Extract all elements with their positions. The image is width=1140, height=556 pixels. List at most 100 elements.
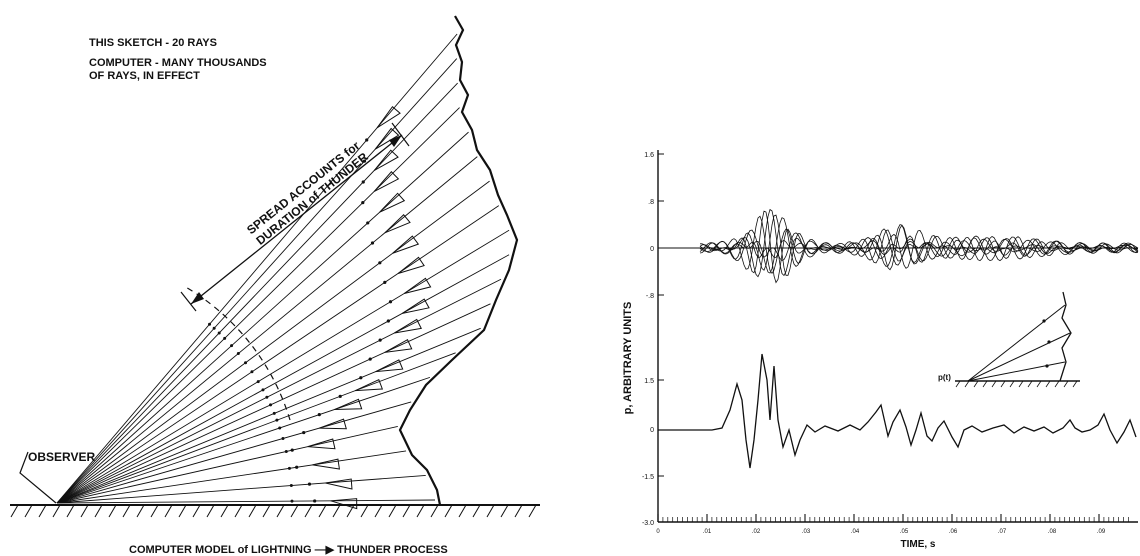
hatch-mark	[108, 504, 117, 518]
x-tick-label: .05	[900, 529, 909, 535]
wavefront-point	[289, 484, 293, 488]
x-tick-label: .04	[851, 529, 860, 535]
spread-arrow-head-end	[389, 135, 402, 147]
hatch-mark	[290, 504, 299, 518]
inset-ray-sketch: p(t)	[938, 291, 1080, 388]
inset-hatch-mark	[1009, 380, 1015, 388]
y-tick-label: -1.5	[642, 474, 654, 481]
ray-line	[56, 107, 460, 504]
ray-dot	[378, 261, 382, 265]
x-axis-label: TIME, s	[900, 539, 935, 550]
pulse-marker	[375, 359, 404, 373]
pulse-marker	[325, 478, 353, 490]
ray-line	[56, 82, 458, 504]
hatch-mark	[304, 504, 313, 518]
wavefront-point	[287, 466, 291, 470]
ray-dot	[361, 180, 365, 184]
note-rays-computer: COMPUTER - MANY THOUSANDS	[89, 57, 267, 69]
individual-ray-waveforms	[699, 208, 1139, 284]
pulse-marker	[374, 127, 400, 150]
ray-dot	[362, 159, 367, 163]
y-tick-label: -3.0	[642, 520, 654, 527]
ray-waveform	[699, 215, 1139, 275]
lightning-channel	[398, 15, 519, 506]
hatch-mark	[52, 504, 61, 518]
hatch-mark	[80, 504, 89, 518]
ray-line	[56, 254, 510, 504]
wavefront-point	[284, 449, 288, 453]
wavefront-point	[261, 388, 265, 392]
hatch-mark	[94, 504, 103, 518]
wavefront-point	[290, 499, 294, 503]
x-tick-label: 0	[656, 529, 660, 535]
wavefront-point	[236, 352, 240, 356]
x-tick-label: .03	[802, 529, 811, 535]
hatch-mark	[136, 504, 145, 518]
ray-line	[56, 475, 426, 504]
pulse-marker	[373, 149, 399, 171]
hatch-mark	[66, 504, 75, 518]
ray-line	[56, 425, 398, 504]
wavefront-point	[230, 344, 234, 348]
wavefront-point	[272, 411, 276, 415]
inset-hatch-mark	[973, 380, 979, 388]
hatch-mark	[24, 504, 33, 518]
hatch-mark	[458, 504, 467, 518]
spread-tick-start	[180, 291, 197, 312]
ray-dot	[365, 138, 369, 142]
y-tick-label: 1.5	[644, 378, 654, 385]
ray-dot	[302, 430, 306, 435]
ray-waveform	[699, 210, 1139, 284]
wavefront-point	[265, 395, 269, 399]
note-rays-effect: OF RAYS, IN EFFECT	[89, 70, 200, 82]
hatch-mark	[416, 504, 425, 518]
inset-ground-hatching	[955, 380, 1078, 388]
pulse-marker	[384, 214, 411, 234]
y-tick-label: 0	[650, 427, 654, 434]
observer-label: OBSERVER	[28, 450, 95, 464]
pulse-marker	[403, 277, 432, 294]
ray-dot	[295, 465, 299, 469]
pulse-marker	[392, 235, 420, 254]
x-tick-label: .09	[1097, 529, 1106, 535]
hatch-mark	[178, 504, 187, 518]
observer-pointer	[19, 451, 57, 504]
summed-thunder-waveform	[658, 353, 1137, 469]
wavefront-point	[256, 380, 260, 384]
ray-dot	[378, 338, 382, 342]
ray-dot	[383, 280, 387, 285]
lightning-ray-diagram: THIS SKETCH - 20 RAYS COMPUTER - MANY TH…	[10, 15, 540, 556]
hatch-mark	[528, 504, 537, 518]
ray-dot	[313, 499, 317, 503]
ray-dot	[359, 376, 363, 380]
pulse-marker	[397, 256, 425, 274]
y-axis-label: p, ARBITRARY UNITS	[622, 302, 634, 415]
ray-line	[56, 131, 469, 504]
ray-dot	[386, 319, 390, 323]
wavefront-point	[269, 403, 273, 407]
pulse-marker	[312, 458, 340, 470]
y-tick-label: 0	[650, 246, 654, 253]
hatch-mark	[10, 504, 19, 518]
inset-ray-marker	[1047, 340, 1051, 344]
ray-dot	[317, 413, 321, 417]
ray-dot	[307, 482, 312, 486]
inset-hatch-mark	[1036, 380, 1042, 388]
hatch-mark	[150, 504, 159, 518]
inset-hatch-mark	[1000, 380, 1006, 388]
y-tick-label: 1.6	[644, 152, 654, 159]
wavefront-point	[244, 361, 248, 365]
spread-arrow-head-start	[191, 292, 204, 304]
x-tick-marks	[657, 514, 1129, 522]
inset-hatch-mark	[982, 380, 988, 388]
waveform-plot: 1.6 .8 0 -.8 1.5 0 -1.5 -3.0 p, ARBITRAR…	[622, 150, 1139, 550]
hatch-mark	[402, 504, 411, 518]
x-tick-label: .02	[752, 529, 761, 535]
inset-hatch-mark	[1072, 380, 1078, 388]
hatch-mark	[472, 504, 481, 518]
ray-line	[56, 58, 458, 504]
ray-line	[56, 352, 456, 504]
pulse-marker	[354, 378, 384, 392]
ray-line	[56, 205, 500, 504]
